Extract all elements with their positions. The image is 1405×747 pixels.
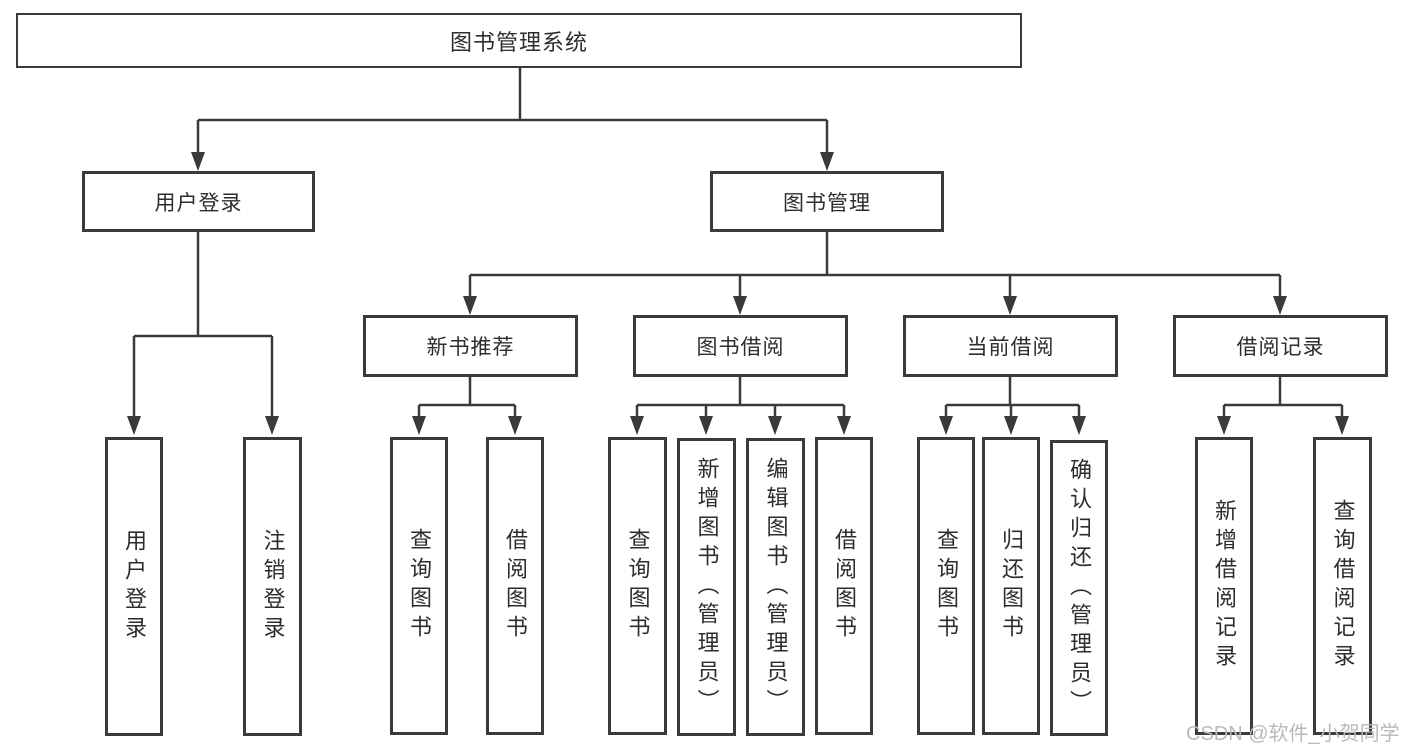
node-logout-action: 注销登录 xyxy=(243,437,302,736)
node-query-books-borrow: 查询图书 xyxy=(608,437,667,735)
node-label: 查询图书 xyxy=(934,528,959,644)
node-add-books-admin: 新增图书（管理员） xyxy=(677,438,736,736)
node-query-books-recommend: 查询图书 xyxy=(390,437,448,735)
node-label: 用户登录 xyxy=(122,528,147,645)
node-query-borrow-record: 查询借阅记录 xyxy=(1313,437,1372,735)
node-label: 归还图书 xyxy=(999,528,1024,644)
node-label: 查询图书 xyxy=(625,528,651,644)
node-library-system: 图书管理系统 xyxy=(16,13,1022,68)
node-borrowing-records: 借阅记录 xyxy=(1173,315,1388,377)
node-label: 查询图书 xyxy=(407,528,432,644)
node-return-books: 归还图书 xyxy=(982,437,1040,735)
node-label: 编辑图书（管理员） xyxy=(763,456,789,718)
node-user-login: 用户登录 xyxy=(82,171,315,232)
node-borrow-books: 借阅图书 xyxy=(815,437,873,735)
node-current-borrowing: 当前借阅 xyxy=(903,315,1118,377)
node-label: 查询借阅记录 xyxy=(1330,499,1356,673)
node-label: 借阅图书 xyxy=(832,528,857,644)
node-confirm-return-admin: 确认归还（管理员） xyxy=(1050,440,1108,736)
node-new-book-recommend: 新书推荐 xyxy=(363,315,578,377)
node-user-login-action: 用户登录 xyxy=(105,437,163,736)
node-query-books-current: 查询图书 xyxy=(917,437,975,735)
node-label: 确认归还（管理员） xyxy=(1067,457,1092,719)
node-edit-books-admin: 编辑图书（管理员） xyxy=(746,438,805,736)
node-add-borrow-record: 新增借阅记录 xyxy=(1195,437,1253,735)
node-borrow-books-recommend: 借阅图书 xyxy=(486,437,544,735)
node-label: 新增图书（管理员） xyxy=(694,456,720,718)
node-book-management: 图书管理 xyxy=(710,171,944,232)
node-label: 新增借阅记录 xyxy=(1212,499,1237,673)
node-label: 借阅图书 xyxy=(503,528,528,644)
node-label: 注销登录 xyxy=(260,528,286,645)
node-book-borrowing: 图书借阅 xyxy=(633,315,848,377)
watermark-text: CSDN @软件_小贺同学 xyxy=(1186,723,1400,745)
